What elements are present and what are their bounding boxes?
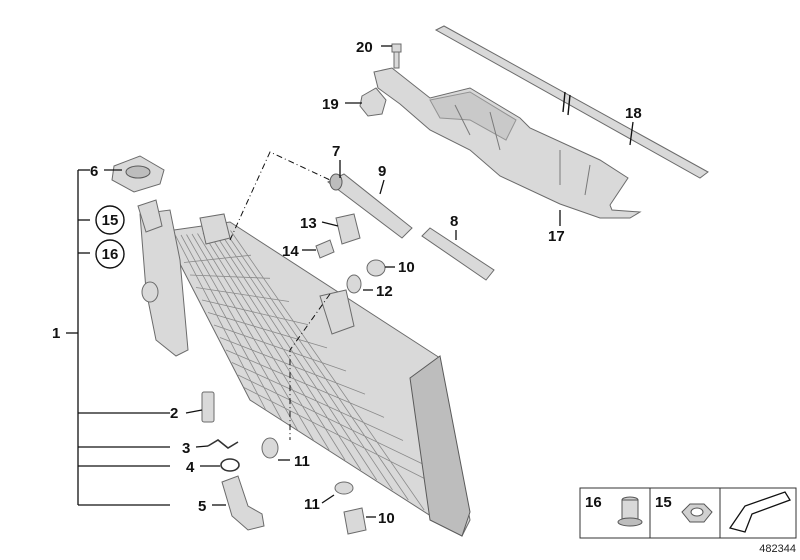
callout-20: 20: [356, 39, 373, 56]
reference-number: 482344: [759, 543, 796, 555]
arrow-icon: [728, 491, 791, 533]
leader-lines: [104, 45, 634, 518]
callout-17: 17: [548, 228, 565, 245]
washer-lower-right: [334, 481, 354, 495]
callout-8: 8: [450, 213, 458, 230]
radiator-cover: [373, 67, 642, 219]
clip-nut: [359, 87, 387, 117]
callout-18: 18: [625, 105, 642, 122]
expansion-tank: [137, 199, 189, 357]
legend-label-15: 15: [655, 494, 672, 511]
grommet-lower: [343, 507, 367, 535]
callout-10-upper: 10: [398, 259, 415, 276]
o-ring: [220, 458, 240, 472]
spring-clip: [207, 439, 239, 449]
rod: [434, 25, 709, 179]
group-bracket: [66, 169, 170, 506]
washer-upper: [346, 274, 362, 294]
radiator: [159, 213, 471, 537]
callout-3: 3: [182, 440, 190, 457]
callout-11-left: 11: [294, 453, 310, 470]
spacer-tube: [421, 227, 495, 281]
callout-11-right: 11: [304, 496, 320, 513]
callout-15: 15: [102, 212, 119, 229]
sleeve: [327, 173, 413, 239]
circle-16: [95, 239, 125, 269]
callout-1: 1: [52, 325, 60, 342]
callout-5: 5: [198, 498, 206, 515]
callout-4: 4: [186, 459, 195, 476]
callout-13: 13: [300, 215, 317, 232]
callout-6: 6: [90, 163, 98, 180]
callout-7: 7: [332, 143, 340, 160]
callout-10-lower: 10: [378, 510, 395, 527]
bolt: [391, 43, 402, 69]
grommet-upper: [366, 259, 386, 277]
washer-lower-left: [261, 437, 279, 459]
callout-2: 2: [170, 405, 178, 422]
callout-14: 14: [282, 243, 299, 260]
filler-cap: [111, 155, 165, 193]
rivet-nut-icon: [617, 496, 643, 527]
clip-bracket: [335, 213, 361, 245]
callout-9: 9: [378, 163, 386, 180]
temperature-sensor: [201, 391, 215, 423]
square-nut: [315, 239, 335, 259]
circle-15: [95, 205, 125, 235]
hex-nut-icon: [681, 503, 713, 523]
callout-12: 12: [376, 283, 393, 300]
callout-16: 16: [102, 246, 119, 263]
legend-inset: 16 15 482344: [579, 487, 797, 555]
callouts: 1 2 3 4 5 6 7 8 9 10 10 11 11 12 13 14 1…: [52, 39, 642, 527]
callout-19: 19: [322, 96, 339, 113]
hose-elbow: [221, 475, 265, 531]
legend-label-16: 16: [585, 494, 602, 511]
